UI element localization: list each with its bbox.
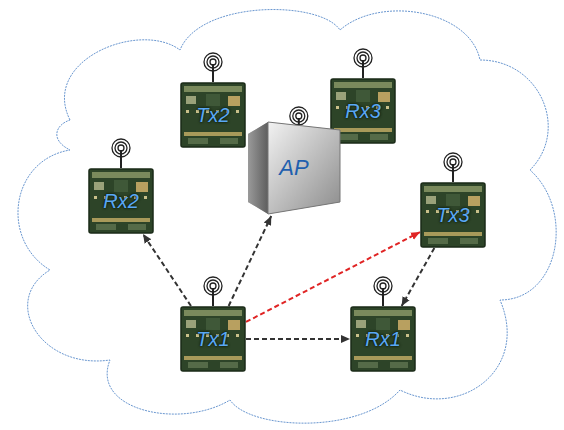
antenna-stem — [452, 164, 454, 182]
radio-node: Tx1 — [180, 306, 246, 372]
antenna-ring — [204, 53, 222, 71]
node-label: Tx1 — [196, 328, 229, 351]
antenna-ring — [444, 153, 462, 171]
antenna-ring — [115, 142, 127, 154]
antenna-ring — [360, 55, 366, 61]
radio-node: Rx1 — [350, 306, 416, 372]
antenna-ring — [357, 52, 369, 64]
node-label: Tx3 — [436, 204, 469, 227]
antenna-ring — [118, 145, 124, 151]
node-label: AP — [279, 155, 308, 181]
antenna-ring — [354, 49, 372, 67]
link-arrow — [402, 248, 435, 306]
link-arrow — [229, 216, 272, 306]
antenna-ring — [377, 280, 389, 292]
radio-node: Tx2 — [180, 82, 246, 148]
link-arrow — [246, 338, 350, 340]
antenna-stem — [212, 288, 214, 306]
antenna-stem — [212, 64, 214, 82]
antenna-ring — [374, 277, 392, 295]
radio-node: Tx3 — [420, 182, 486, 248]
antenna-ring — [447, 156, 459, 168]
node-label: Rx1 — [365, 328, 401, 351]
radio-node: Rx2 — [88, 168, 154, 234]
node-label: Rx2 — [103, 190, 139, 213]
antenna-stem — [362, 60, 364, 78]
antenna-stem — [120, 150, 122, 168]
antenna-ring — [296, 113, 302, 119]
antenna-ring — [293, 110, 305, 122]
antenna-stem — [382, 288, 384, 306]
antenna-ring — [290, 107, 308, 125]
antenna-ring — [207, 280, 219, 292]
antenna-ring — [207, 56, 219, 68]
node-label: Tx2 — [196, 104, 229, 127]
link-arrow — [143, 234, 191, 306]
antenna-ring — [112, 139, 130, 157]
access-point: AP — [246, 120, 342, 216]
antenna-ring — [210, 59, 216, 65]
cloud-outline — [18, 10, 556, 424]
antenna-ring — [204, 277, 222, 295]
node-label: Rx3 — [345, 100, 381, 123]
antenna-ring — [210, 283, 216, 289]
antenna-ring — [380, 283, 386, 289]
antenna-ring — [450, 159, 456, 165]
